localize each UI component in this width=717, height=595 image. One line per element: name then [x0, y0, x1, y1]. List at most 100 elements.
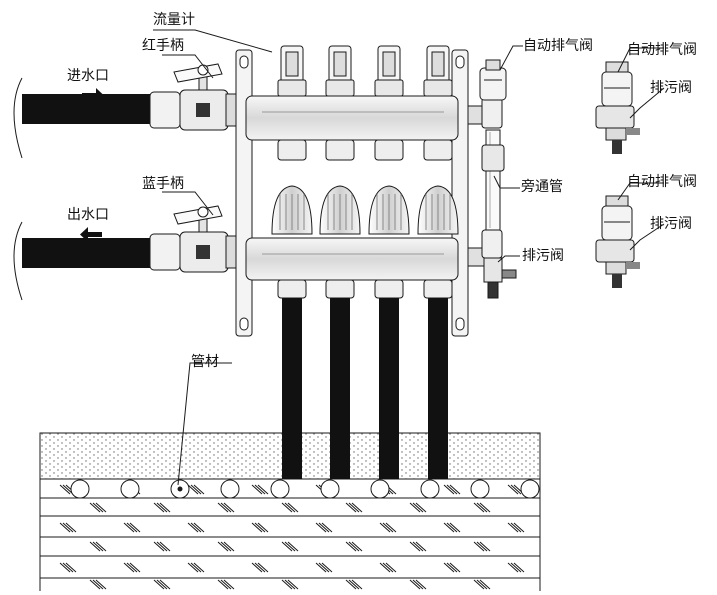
- hatch-mark: [315, 562, 327, 573]
- label-bypass-pipe: 旁通管: [521, 179, 563, 195]
- hatch-mark: [257, 484, 269, 495]
- label-drain-valve-detail-top: 排污阀: [650, 80, 692, 96]
- hatch-mark: [513, 522, 525, 533]
- hatch-mark: [409, 541, 421, 552]
- hatch-mark: [473, 541, 485, 552]
- inlet-hose: [13, 77, 157, 159]
- flow-meter-nut: [423, 79, 453, 97]
- hatch-mark: [126, 522, 138, 533]
- hatch-mark: [351, 541, 363, 552]
- hatch-mark: [95, 541, 107, 552]
- drain-valve-main: [483, 257, 517, 299]
- floor-pipe-circle: [270, 479, 290, 499]
- loop-pipe: [379, 298, 399, 479]
- hatch-mark: [254, 484, 266, 495]
- return-connector: [277, 279, 307, 299]
- drain-outlet: [612, 274, 622, 288]
- label-auto-vent-main: 自动排气阀: [523, 38, 593, 54]
- label-inlet: 进水口: [67, 68, 109, 84]
- hatch-mark: [449, 562, 461, 573]
- hatch-mark: [251, 562, 263, 573]
- hatch-mark: [382, 562, 394, 573]
- hatch-mark: [156, 579, 168, 590]
- hatch-mark: [92, 541, 104, 552]
- outlet-arrow: [80, 227, 102, 242]
- label-blue-handle: 蓝手柄: [142, 176, 184, 192]
- hatch-mark: [284, 541, 296, 552]
- hatch-mark: [348, 579, 360, 590]
- supply-connector: [325, 139, 355, 161]
- hatch-mark: [159, 579, 171, 590]
- detail-vent-drain-top: [595, 61, 640, 154]
- hatch-mark: [187, 484, 199, 495]
- supply-connector: [277, 139, 307, 161]
- floor-pipe-circle: [470, 479, 490, 499]
- hatch-mark: [479, 541, 491, 552]
- flow-meter-window: [382, 51, 396, 77]
- hatch-mark: [351, 579, 363, 590]
- hatch-mark: [446, 562, 458, 573]
- hatch-mark: [385, 562, 397, 573]
- hatch-mark: [95, 579, 107, 590]
- floor-pipe-circle: [370, 479, 390, 499]
- flow-meter-nut: [277, 79, 307, 97]
- label-drain-valve-detail-bottom: 排污阀: [650, 216, 692, 232]
- hatch-mark: [257, 522, 269, 533]
- label-drain-valve-main: 排污阀: [522, 248, 564, 264]
- label-auto-vent-detail-bottom: 自动排气阀: [627, 174, 697, 190]
- hatch-mark: [281, 502, 293, 513]
- hatch-mark: [223, 541, 235, 552]
- manifold-bracket-right: [451, 49, 469, 337]
- hatch-mark: [89, 579, 101, 590]
- manifold-bracket-left: [235, 49, 253, 337]
- hatch-mark: [449, 522, 461, 533]
- flow-meter-nut: [374, 79, 404, 97]
- hatch-mark: [217, 502, 229, 513]
- red-handle-ball-valve: [149, 63, 239, 131]
- pipe-material-pointer-dot: [177, 486, 183, 492]
- hatch-mark: [345, 502, 357, 513]
- leader-lines: [153, 29, 665, 486]
- label-auto-vent-detail-top: 自动排气阀: [627, 42, 697, 58]
- hatch-mark: [287, 502, 299, 513]
- floor-pipe-circle: [120, 479, 140, 499]
- hatch-mark: [446, 522, 458, 533]
- manifold-outlets: [271, 45, 459, 299]
- hatch-mark: [59, 562, 71, 573]
- bypass-assembly: [467, 59, 517, 299]
- hatch-mark: [129, 562, 141, 573]
- loop-pipe: [282, 298, 302, 479]
- hatch-mark: [415, 502, 427, 513]
- hatch-mark: [193, 484, 205, 495]
- vent-cap: [605, 195, 629, 207]
- label-flow-meter: 流量计: [153, 12, 195, 28]
- return-connector: [325, 279, 355, 299]
- hatch-mark: [513, 562, 525, 573]
- hatch-mark: [321, 522, 333, 533]
- return-connector: [423, 279, 453, 299]
- hatch-mark: [321, 562, 333, 573]
- blue-handle-ball-valve: [149, 205, 239, 273]
- hatch-mark: [190, 522, 202, 533]
- hatch-mark: [220, 541, 232, 552]
- hatch-mark: [443, 522, 455, 533]
- hatch-mark: [193, 562, 205, 573]
- hatch-mark: [479, 502, 491, 513]
- loop-pipes: [282, 298, 448, 479]
- label-red-handle: 红手柄: [142, 38, 184, 54]
- hatch-mark: [223, 579, 235, 590]
- hatch-mark: [510, 562, 522, 573]
- vent-body: [601, 71, 633, 107]
- hatch-mark: [415, 541, 427, 552]
- hatch-mark: [449, 484, 461, 495]
- hatch-mark: [59, 484, 71, 495]
- floor-pipe-circle: [70, 479, 90, 499]
- detail-vent-drain-bottom: [595, 195, 640, 288]
- flow-meter-nut: [325, 79, 355, 97]
- floor-pipe-circle: [320, 479, 340, 499]
- hatch-mark: [315, 522, 327, 533]
- hatch-mark: [415, 579, 427, 590]
- hatch-mark: [159, 541, 171, 552]
- hatch-mark: [507, 484, 519, 495]
- hatch-mark: [95, 502, 107, 513]
